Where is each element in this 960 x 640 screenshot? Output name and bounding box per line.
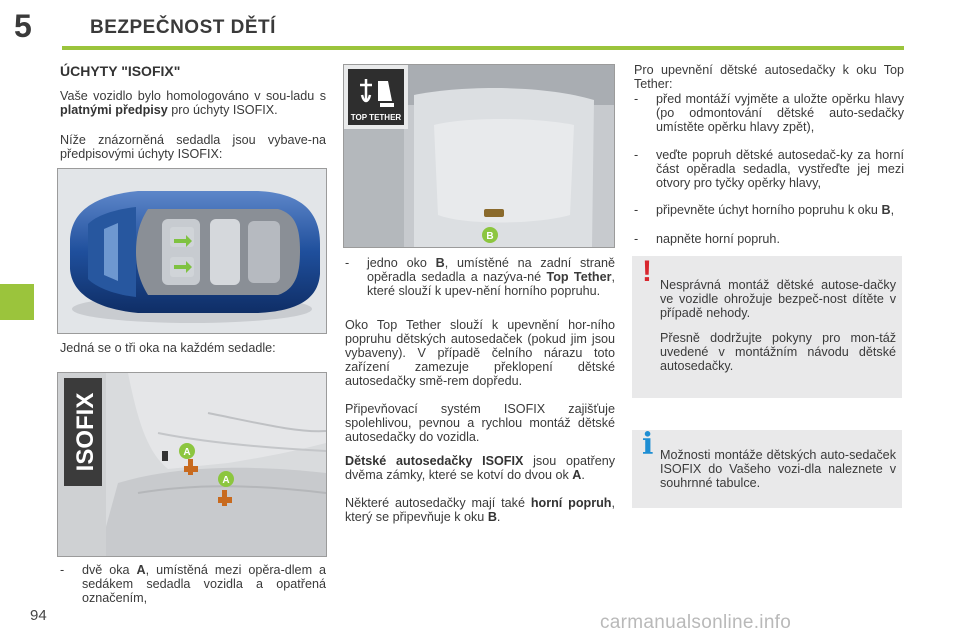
top-strap-text-1: Některé autosedačky mají také bbox=[345, 496, 531, 510]
warning-box: ! Nesprávná montáž dětské autose-dačky v… bbox=[632, 256, 902, 398]
isofix-system-paragraph: Připevňovací systém ISOFIX zajišťuje spo… bbox=[345, 402, 615, 444]
info-text: Možnosti montáže dětských auto-sedaček I… bbox=[660, 448, 896, 490]
bullet-anchor-b: - jedno oko B, umístěné na zadní straně … bbox=[345, 256, 615, 314]
car-top-view-image bbox=[57, 168, 327, 334]
page-number: 94 bbox=[30, 607, 47, 624]
three-anchors-caption: Jedná se o tři oka na každém sedadle: bbox=[60, 341, 276, 355]
anchor-a-marker-2 bbox=[218, 471, 234, 487]
bullet-dash: - bbox=[60, 563, 65, 577]
top-tether-image: TOP TETHER B bbox=[343, 64, 615, 248]
step-4: - napněte horní popruh. bbox=[634, 232, 904, 248]
isofix-seats-ref: A bbox=[572, 468, 582, 482]
step-3-end: , bbox=[890, 203, 895, 217]
step-3: - připevněte úchyt horního popruhu k oku… bbox=[634, 203, 904, 231]
top-strap-end: . bbox=[496, 510, 501, 524]
step-dash: - bbox=[634, 232, 639, 246]
top-tether-paragraph: Oko Top Tether slouží k upevnění hor-níh… bbox=[345, 318, 615, 388]
chapter-title: BEZPEČNOST DĚTÍ bbox=[90, 17, 276, 38]
bullet-b-ref: B bbox=[435, 256, 445, 270]
header-divider bbox=[62, 46, 904, 50]
anchor-b-label: B bbox=[486, 231, 493, 242]
bullet-a-text-1: dvě oka bbox=[82, 563, 137, 577]
warning-text-1: Nesprávná montáž dětské autose-dačky ve … bbox=[660, 278, 896, 320]
isofix-seat-image: ISOFIX A A bbox=[57, 372, 327, 557]
step-2: - veďte popruh dětské autosedač-ky za ho… bbox=[634, 148, 904, 204]
bullet-a-text-2: , umístěná mezi opěra-dlem a sedákem sed… bbox=[82, 563, 327, 605]
anchor-a-marker-1 bbox=[179, 443, 195, 459]
section-heading: ÚCHYTY "ISOFIX" bbox=[60, 63, 181, 79]
info-icon: i bbox=[642, 427, 654, 462]
step-1: - před montáží vyjměte a uložte opěrku h… bbox=[634, 92, 904, 148]
bullet-b-text-1: jedno oko bbox=[367, 256, 436, 270]
anchor-a-label-1: A bbox=[183, 447, 190, 458]
anchor-b-marker bbox=[482, 227, 498, 243]
step-2-text: veďte popruh dětské autosedač-ky za horn… bbox=[656, 148, 904, 190]
step-4-text: napněte horní popruh. bbox=[656, 232, 780, 246]
top-strap-text-2: , který se připevňuje k oku bbox=[345, 496, 616, 524]
bullet-anchor-b-text: jedno oko B, umístěné na zadní straně op… bbox=[367, 256, 615, 298]
intro-text-bold: platnými předpisy bbox=[60, 103, 168, 117]
warning-icon: ! bbox=[642, 255, 652, 288]
step-3-ref: B bbox=[881, 203, 891, 217]
bullet-b-bold: Top Tether bbox=[546, 270, 612, 284]
step-3-text: připevněte úchyt horního popruhu k oku B… bbox=[656, 203, 904, 217]
isofix-label-plate bbox=[64, 378, 102, 486]
bullet-b-text-2: , umístěné na zadní straně opěradla seda… bbox=[367, 256, 615, 284]
anchor-a-label-2: A bbox=[222, 475, 229, 486]
chapter-number: 5 bbox=[14, 8, 32, 44]
intro-paragraph: Vaše vozidlo bylo homologováno v sou-lad… bbox=[60, 89, 326, 117]
bullet-a-ref: A bbox=[136, 563, 146, 577]
intro-text-c: pro úchyty ISOFIX. bbox=[167, 103, 278, 117]
bullet-anchors-a-text: dvě oka A, umístěná mezi opěra-dlem a se… bbox=[82, 563, 326, 605]
warning-text-2: Přesně dodržujte pokyny pro mon-táž uved… bbox=[660, 331, 896, 373]
isofix-label: ISOFIX bbox=[72, 393, 99, 472]
intro-text-a: Vaše vozidlo bylo homologováno v sou-lad… bbox=[60, 89, 326, 103]
top-tether-label: TOP TETHER bbox=[351, 113, 402, 122]
step-dash: - bbox=[634, 148, 639, 162]
top-tether-label-plate bbox=[348, 69, 404, 125]
top-tether-intro: Pro upevnění dětské autosedačky k oku To… bbox=[634, 63, 904, 91]
isofix-seats-bold: Dětské autosedačky ISOFIX bbox=[345, 454, 524, 468]
step-dash: - bbox=[634, 92, 639, 106]
chapter-side-tab bbox=[0, 284, 34, 320]
watermark: carmanualsonline.info bbox=[600, 612, 792, 633]
step-3-main: připevněte úchyt horního popruhu k oku bbox=[656, 203, 882, 217]
isofix-seats-paragraph: Dětské autosedačky ISOFIX jsou opatřeny … bbox=[345, 454, 615, 482]
top-tether-illustration: TOP TETHER B bbox=[344, 65, 614, 247]
bullet-anchors-a: - dvě oka A, umístěná mezi opěra-dlem a … bbox=[60, 563, 326, 607]
bullet-dash: - bbox=[345, 256, 350, 270]
isofix-seats-text: jsou opatřeny dvěma zámky, které se kotv… bbox=[345, 454, 615, 482]
top-strap-paragraph: Některé autosedačky mají také horní popr… bbox=[345, 496, 615, 524]
car-illustration bbox=[58, 169, 326, 333]
isofix-anchors-illustration: ISOFIX A A bbox=[58, 373, 326, 556]
bullet-b-text-3: , které slouží k upev-nění horního popru… bbox=[367, 270, 615, 298]
seats-paragraph: Níže znázorněná sedadla jsou vybave-na p… bbox=[60, 133, 326, 161]
top-strap-bold: horní popruh bbox=[530, 496, 612, 510]
info-box: i Možnosti montáže dětských auto-sedaček… bbox=[632, 430, 902, 508]
isofix-seats-end: . bbox=[581, 468, 585, 482]
step-1-text: před montáží vyjměte a uložte opěrku hla… bbox=[656, 92, 904, 134]
step-dash: - bbox=[634, 203, 639, 217]
top-strap-ref: B bbox=[487, 510, 497, 524]
